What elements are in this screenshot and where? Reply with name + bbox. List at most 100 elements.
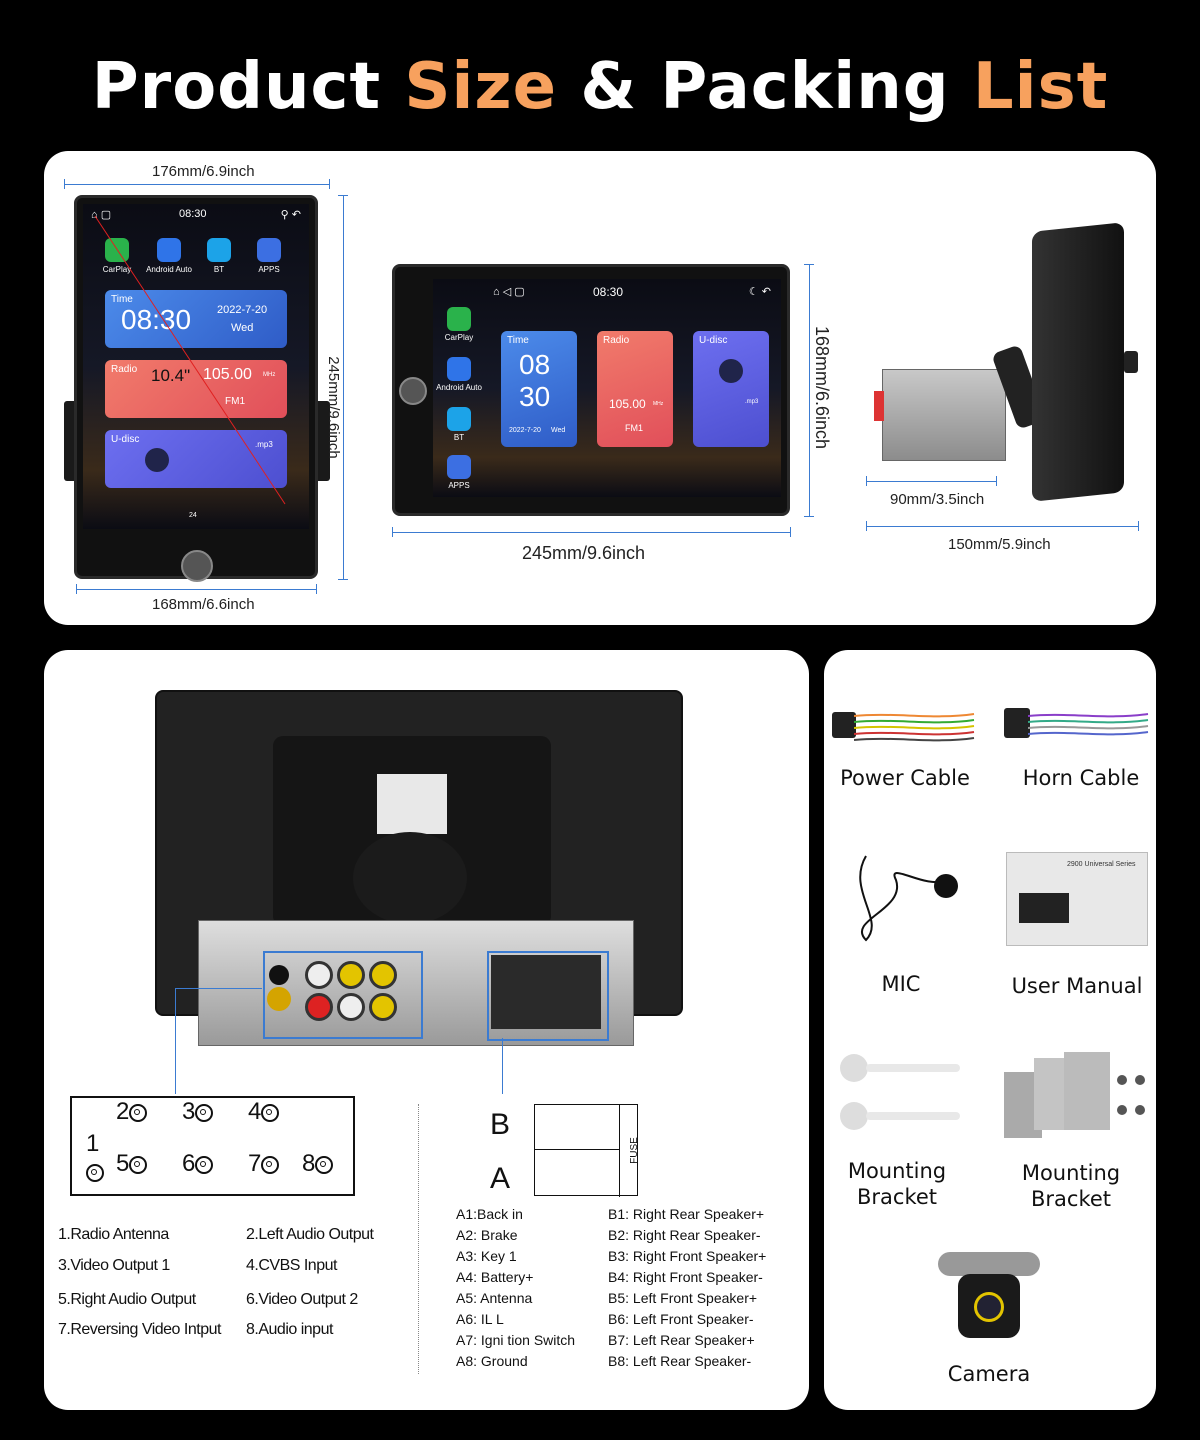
ring-icon [129, 1155, 148, 1174]
carplay-icon[interactable] [447, 307, 471, 331]
ring-icon [261, 1155, 280, 1174]
portrait-height-label: 245mm/9.6inch [324, 356, 342, 459]
status-time: 08:30 [593, 285, 624, 299]
packing-list-panel: Power Cable Horn Cable MIC 2900 Universa… [824, 650, 1156, 1410]
rca-port [337, 961, 365, 989]
pin-a1: A1:Back in [456, 1206, 523, 1222]
ring-icon [86, 1163, 104, 1182]
pin-b5: B5: Left Front Speaker+ [608, 1290, 758, 1306]
time-card-day: Wed [231, 322, 254, 334]
radio-card-title: Radio [603, 335, 630, 346]
pin-a4: A4: Battery+ [456, 1269, 534, 1285]
rca-port [369, 993, 397, 1021]
ring-icon [195, 1103, 214, 1122]
bt-icon[interactable] [207, 238, 231, 262]
size-panel: 176mm/6.9inch ⌂ ▢ 08:30 ⚲ ↶ CarPlay Andr… [44, 151, 1156, 625]
manual-device-image [1019, 893, 1069, 923]
port-legend-item: 8.Audio input [246, 1321, 333, 1338]
time-card-mm: 30 [519, 381, 551, 412]
mounting-screw-icon [840, 1054, 960, 1130]
time-card-date: 2022-7-20 [509, 427, 541, 434]
ring-icon [315, 1155, 334, 1174]
port-number: 2 [116, 1098, 130, 1125]
radio-card-band: FM1 [625, 423, 643, 433]
ribbon-cable [377, 774, 447, 834]
portrait-device: ⌂ ▢ 08:30 ⚲ ↶ CarPlay Android Auto BT AP… [64, 195, 330, 582]
callout-line-left [175, 988, 176, 1094]
port-number: 6 [182, 1150, 196, 1177]
port-number: 5 [116, 1150, 130, 1177]
iso-socket [491, 955, 601, 1029]
tick [316, 584, 317, 594]
pin-b3: B3: Right Front Speaker+ [608, 1248, 767, 1264]
apps-icon[interactable] [257, 238, 281, 262]
tick [64, 179, 65, 189]
chassis-depth-line [866, 481, 996, 482]
bt-icon[interactable] [447, 407, 471, 431]
pin-b2: B2: Right Rear Speaker- [608, 1227, 761, 1243]
pin-b7: B7: Left Rear Speaker+ [608, 1332, 755, 1348]
portrait-width-top-label: 176mm/6.9inch [152, 163, 255, 180]
power-cable-label: Power Cable [840, 766, 970, 790]
port-7: 7 [248, 1150, 280, 1178]
time-card-day: Wed [551, 427, 566, 434]
app-label: Android Auto [436, 383, 482, 392]
diagonal-label: 10.4" [151, 366, 191, 385]
ring-icon [129, 1103, 148, 1122]
horn-cable-label: Horn Cable [1022, 766, 1140, 790]
pin-b4: B4: Right Front Speaker- [608, 1269, 763, 1285]
tick [996, 476, 997, 486]
udisc-card[interactable]: U-disc .mp3 [105, 430, 287, 488]
pin-b1: B1: Right Rear Speaker+ [608, 1206, 765, 1222]
port-number: 4 [248, 1098, 262, 1125]
udisc-card[interactable]: U-disc .mp3 [693, 331, 769, 447]
volume-knob[interactable] [181, 550, 213, 582]
mic-label: MIC [881, 972, 921, 996]
port-3: 3 [182, 1098, 214, 1126]
app-label: APPS [448, 481, 470, 490]
port-number: 7 [248, 1150, 262, 1177]
android-auto-icon[interactable] [447, 357, 471, 381]
tick [329, 179, 330, 189]
portrait-width-bottom-line [76, 589, 316, 590]
port-number: 1 [86, 1130, 100, 1157]
back-icon: ⚲ ↶ [280, 209, 301, 221]
side-view [870, 222, 1150, 502]
portrait-screen: ⌂ ▢ 08:30 ⚲ ↶ CarPlay Android Auto BT AP… [83, 204, 309, 529]
rca-port [269, 965, 289, 985]
port-number: 8 [302, 1150, 316, 1177]
camera-icon [958, 1274, 1020, 1338]
chassis [882, 369, 1006, 461]
port-4: 4 [248, 1098, 280, 1126]
mounting-bracket-2-label: Mounting Bracket [1021, 1161, 1121, 1211]
status-bar: ⌂ ◁ ▢ 08:30 ☾ ↶ [433, 279, 781, 301]
title-part-1: Product [91, 50, 405, 124]
time-card[interactable]: Time 08 30 2022-7-20 Wed [501, 331, 577, 447]
title-part-2: Size [404, 50, 558, 124]
tick [804, 516, 814, 517]
camera-lens [974, 1292, 1004, 1322]
side-knob[interactable] [1124, 351, 1138, 373]
tick [76, 584, 77, 594]
callout-line-left-h [175, 988, 262, 989]
tick [804, 264, 814, 265]
portrait-height-line [343, 195, 344, 579]
time-card-title: Time [111, 294, 133, 305]
horn-cable-icon [1028, 713, 1149, 736]
mounting-bracket-icon [1004, 1052, 1145, 1138]
radio-card[interactable]: Radio 105.00 MHz FM1 [597, 331, 673, 447]
apps-icon[interactable] [447, 455, 471, 479]
bracket-right [314, 401, 330, 481]
landscape-knob[interactable] [399, 377, 427, 405]
tick [392, 527, 393, 537]
port-2: 2 [116, 1098, 148, 1126]
iso-label-a: A [490, 1162, 511, 1195]
tick [866, 521, 867, 531]
mic-icon [859, 855, 958, 942]
power-cable-plug [832, 712, 856, 738]
title-part-4: List [972, 50, 1109, 124]
radio-card-freq: 105.00 [609, 397, 646, 411]
android-auto-icon[interactable] [157, 238, 181, 262]
landscape-height-label: 168mm/6.6inch [812, 325, 833, 450]
portrait-frame: ⌂ ▢ 08:30 ⚲ ↶ CarPlay Android Auto BT AP… [74, 195, 318, 582]
